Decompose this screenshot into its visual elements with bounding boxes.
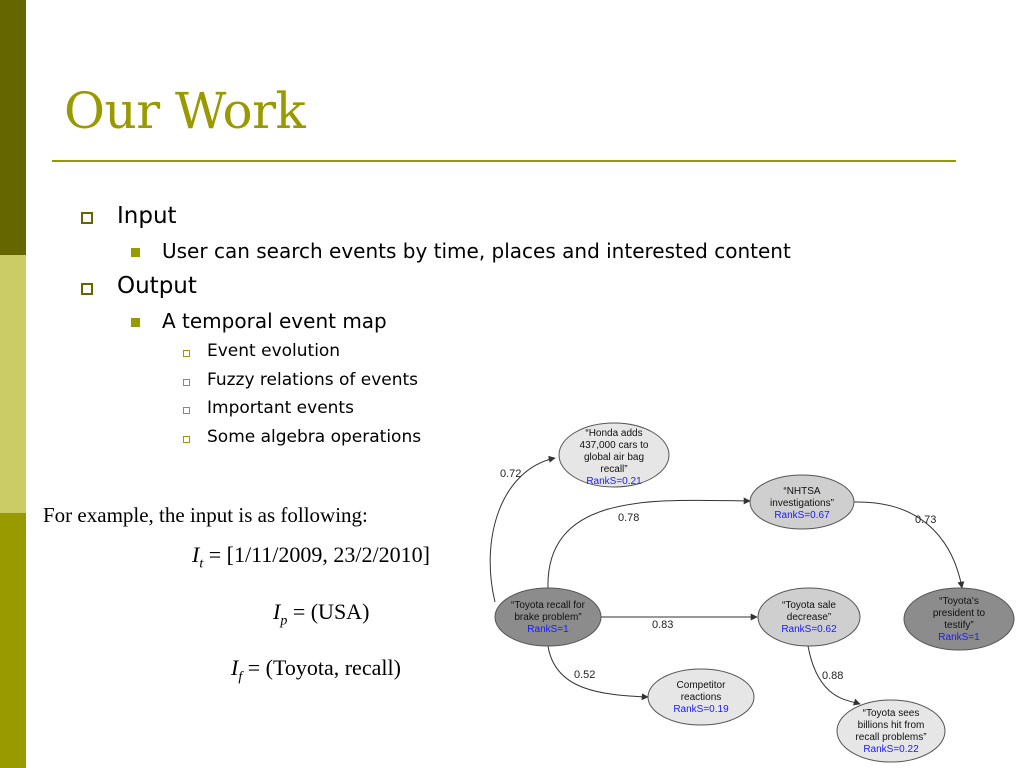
edge-label-recall-competitor: 0.52 bbox=[574, 669, 595, 681]
bullet-algebra-operations: Some algebra operations bbox=[207, 427, 422, 447]
formula-place: Ip = (USA) bbox=[273, 599, 370, 629]
svg-text:reactions: reactions bbox=[681, 692, 722, 703]
svg-text:“Honda adds: “Honda adds bbox=[585, 428, 642, 439]
svg-text:RankS=0.22: RankS=0.22 bbox=[863, 744, 919, 755]
bullet-search-description: User can search events by time, places a… bbox=[162, 239, 791, 263]
svg-text:“Toyota's: “Toyota's bbox=[939, 596, 979, 607]
node-competitor: Competitor reactions RankS=0.19 bbox=[647, 668, 755, 726]
svg-text:decrease”: decrease” bbox=[787, 612, 831, 623]
side-bar-middle bbox=[0, 255, 26, 513]
node-billions: “Toyota sees billions hit from recall pr… bbox=[836, 699, 946, 763]
edge-recall-competitor bbox=[547, 645, 649, 701]
bullet-marker-evolution bbox=[183, 350, 190, 357]
bullet-input: Input bbox=[117, 203, 177, 229]
bullet-marker-important bbox=[183, 407, 190, 414]
edge-nhtsa-president bbox=[852, 501, 965, 589]
svg-text:president to: president to bbox=[933, 608, 986, 619]
svg-text:RankS=1: RankS=1 bbox=[527, 624, 569, 635]
svg-text:testify”: testify” bbox=[944, 620, 973, 631]
svg-text:Competitor: Competitor bbox=[677, 680, 727, 691]
edge-label-nhtsa-president: 0.73 bbox=[915, 514, 936, 526]
edge-label-sale-billions: 0.88 bbox=[822, 670, 843, 682]
svg-text:billions hit from: billions hit from bbox=[858, 720, 925, 731]
title-underline bbox=[52, 160, 956, 162]
node-honda: “Honda adds 437,000 cars to global air b… bbox=[558, 422, 670, 488]
svg-text:RankS=0.62: RankS=0.62 bbox=[781, 624, 837, 635]
bullet-event-evolution: Event evolution bbox=[207, 341, 341, 361]
edge-recall-nhtsa bbox=[547, 497, 751, 590]
svg-text:RankS=0.19: RankS=0.19 bbox=[673, 704, 729, 715]
edge-recall-honda bbox=[489, 455, 556, 603]
node-recall: “Toyota recall for brake problem” RankS=… bbox=[494, 587, 602, 647]
bullet-marker-output bbox=[81, 283, 93, 295]
node-president: “Toyota's president to testify” RankS=1 bbox=[903, 587, 1015, 651]
edge-label-recall-sale: 0.83 bbox=[652, 619, 673, 631]
bullet-marker-event-map bbox=[131, 318, 140, 327]
svg-text:437,000 cars to: 437,000 cars to bbox=[580, 440, 649, 451]
bullet-fuzzy-relations: Fuzzy relations of events bbox=[207, 370, 419, 390]
bullet-event-map: A temporal event map bbox=[162, 309, 387, 333]
bullet-marker-algebra bbox=[183, 436, 190, 443]
formula-time: It = [1/11/2009, 23/2/2010] bbox=[192, 542, 430, 572]
svg-text:recall”: recall” bbox=[600, 464, 627, 475]
svg-text:RankS=1: RankS=1 bbox=[938, 632, 980, 643]
svg-text:recall problems”: recall problems” bbox=[855, 732, 926, 743]
bullet-marker-fuzzy bbox=[183, 379, 190, 386]
svg-text:“NHTSA: “NHTSA bbox=[783, 486, 821, 497]
side-bar-bottom bbox=[0, 513, 26, 768]
edge-label-recall-nhtsa: 0.78 bbox=[618, 512, 639, 524]
svg-text:RankS=0.67: RankS=0.67 bbox=[774, 510, 830, 521]
bullet-output: Output bbox=[117, 273, 197, 299]
node-nhtsa: “NHTSA investigations” RankS=0.67 bbox=[749, 474, 855, 530]
side-bar-top bbox=[0, 0, 26, 255]
edge-sale-billions bbox=[807, 645, 861, 706]
node-sale: “Toyota sale decrease” RankS=0.62 bbox=[757, 587, 861, 647]
slide-title: Our Work bbox=[64, 82, 306, 140]
svg-text:“Toyota sees: “Toyota sees bbox=[863, 708, 920, 719]
edge-label-recall-honda: 0.72 bbox=[500, 468, 521, 480]
svg-text:RankS=0.21: RankS=0.21 bbox=[586, 476, 642, 487]
bullet-marker-input bbox=[81, 212, 93, 224]
svg-text:global air bag: global air bag bbox=[584, 452, 644, 463]
bullet-marker-search bbox=[131, 248, 140, 257]
formula-content: If = (Toyota, recall) bbox=[231, 655, 401, 685]
example-intro: For example, the input is as following: bbox=[43, 503, 368, 527]
svg-text:brake problem”: brake problem” bbox=[514, 612, 581, 623]
svg-text:investigations”: investigations” bbox=[770, 498, 834, 509]
bullet-important-events: Important events bbox=[207, 398, 354, 418]
svg-text:“Toyota sale: “Toyota sale bbox=[782, 600, 836, 611]
svg-text:“Toyota recall for: “Toyota recall for bbox=[511, 600, 586, 611]
